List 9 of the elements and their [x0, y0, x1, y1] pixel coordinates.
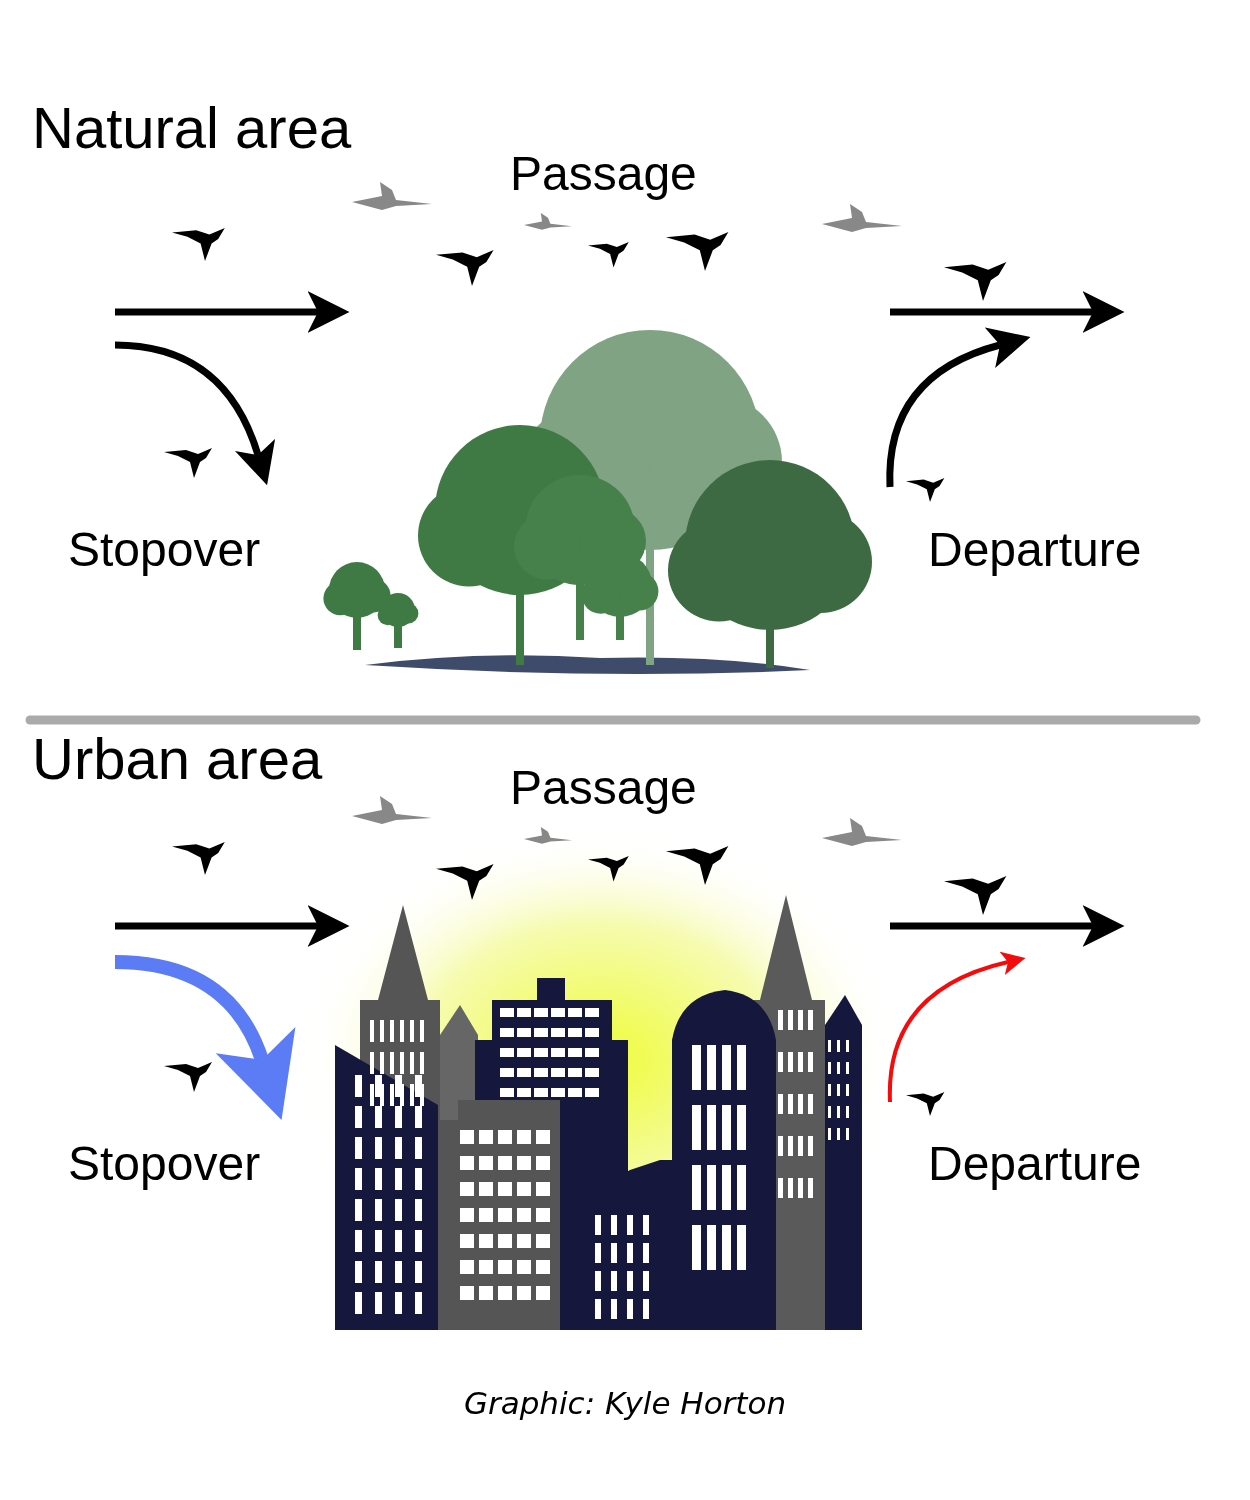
stage-label: Passage — [510, 148, 697, 201]
panel-heading: Urban area — [32, 727, 323, 791]
stage-label: Passage — [510, 762, 697, 815]
stage-label: Departure — [928, 1138, 1142, 1191]
stage-label: Stopover — [68, 524, 261, 577]
caption: Graphic: Kyle Horton — [463, 1385, 787, 1421]
panel-heading: Natural area — [32, 96, 352, 160]
stage-label: Departure — [928, 524, 1142, 577]
stage-label: Stopover — [68, 1138, 261, 1191]
